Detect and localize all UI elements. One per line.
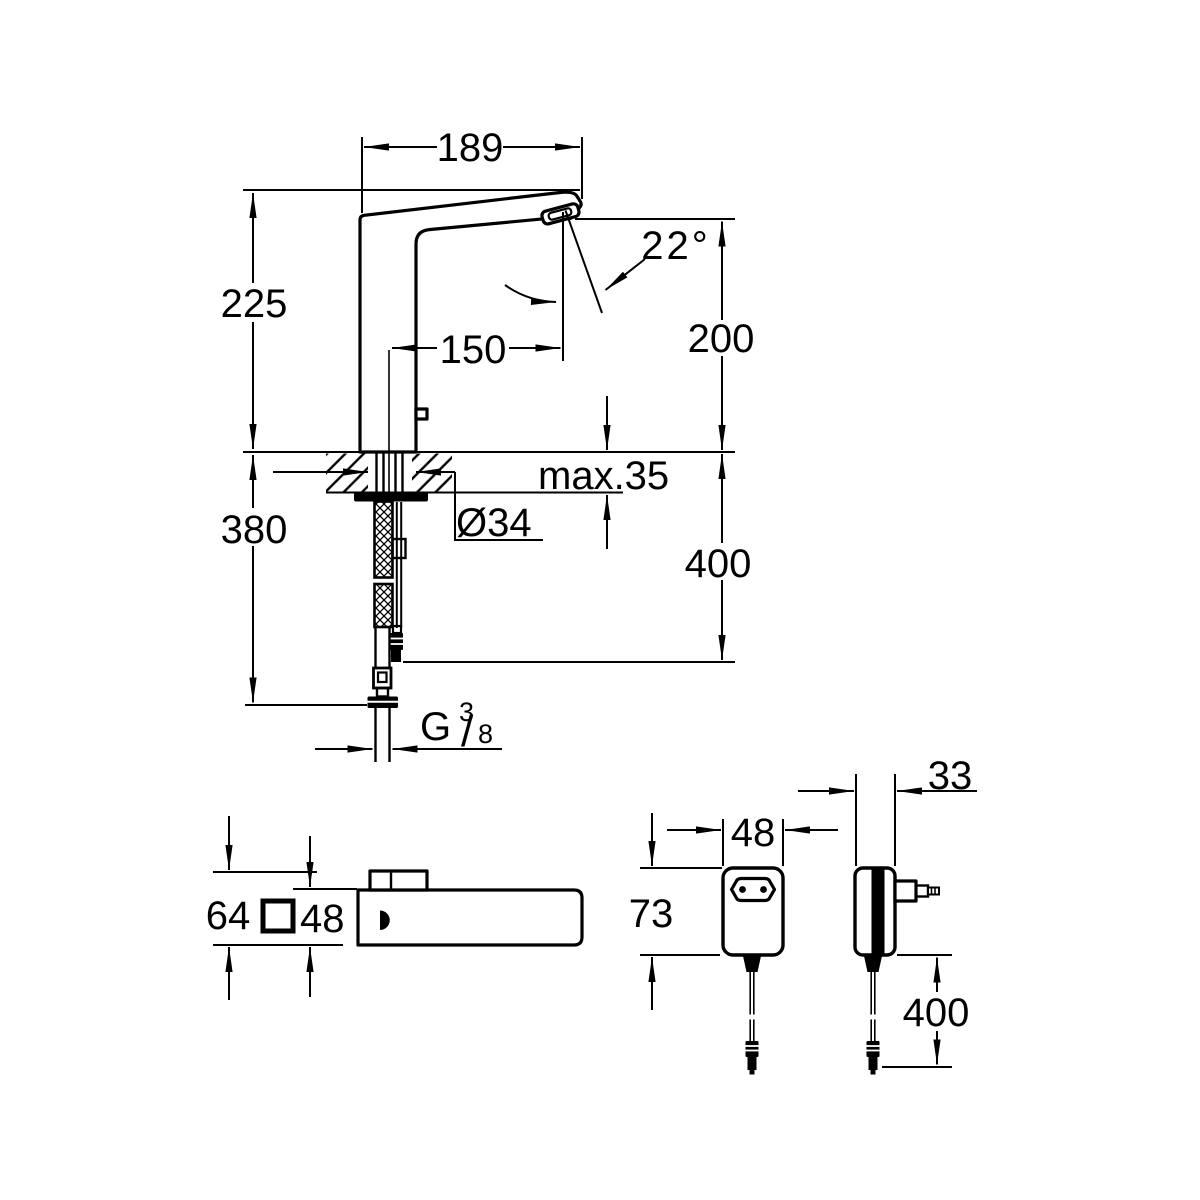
dimension-hose-length: 380 xyxy=(221,455,367,706)
dimension-psu-depth: 33 xyxy=(798,754,977,866)
cable-connector-tip xyxy=(868,1057,878,1070)
dim-label-psu-width: 48 xyxy=(731,811,776,855)
cable-plug xyxy=(389,633,403,650)
dim-label-height: 225 xyxy=(221,282,288,326)
tap-top-outline xyxy=(356,888,584,947)
cable-plug-neck xyxy=(391,624,403,635)
hose-fitting xyxy=(372,666,393,690)
socket-pin-hole xyxy=(739,886,746,893)
thread-label-denominator: 8 xyxy=(478,719,493,749)
dimension-psu-height: 73 xyxy=(629,813,722,1010)
cable-clip xyxy=(391,537,407,560)
dimension-overall-depth: 64 xyxy=(206,816,343,1000)
undermount-assembly xyxy=(354,453,428,762)
hose-fitting-window xyxy=(376,671,388,684)
dimension-tap-hole: Ø34 xyxy=(273,468,543,545)
leader-line xyxy=(454,472,543,541)
dimension-outlet-offset: 150 xyxy=(392,328,561,372)
plug-pin xyxy=(927,886,940,896)
dim-label-hose-length: 380 xyxy=(221,508,288,552)
thread-label-numerator: 3 xyxy=(459,697,474,727)
dimension-psu-cable-length: 400 xyxy=(882,954,970,1068)
dim-label-square-size: 48 xyxy=(300,897,345,941)
dimension-square-section: 48 xyxy=(260,836,357,997)
dim-label-outlet-offset: 150 xyxy=(440,328,507,372)
braided-hose-upper xyxy=(373,500,394,579)
dim-label-psu-height: 73 xyxy=(629,892,674,936)
tap-top-view: 64 48 xyxy=(206,816,584,1000)
thread-label-slash: / xyxy=(461,707,474,756)
socket-pin-hole xyxy=(760,886,767,893)
cable-connector-end xyxy=(870,1070,876,1075)
dim-label-stream-angle: 22° xyxy=(641,224,711,268)
euro-socket-outline xyxy=(729,876,777,903)
thread-label-g: G xyxy=(420,705,451,749)
dimension-outlet-height: 200 xyxy=(575,218,755,450)
dim-label-deck-thickness: max.35 xyxy=(538,454,669,498)
dim-label-tap-hole: Ø34 xyxy=(456,501,532,545)
mounting-flange xyxy=(354,492,428,502)
cable-connector-tip xyxy=(747,1057,757,1070)
faucet-outline xyxy=(358,190,583,454)
dim-label-psu-cable-length: 400 xyxy=(903,991,970,1035)
dimension-psu-width: 48 xyxy=(667,811,838,866)
dim-label-overall-depth: 64 xyxy=(206,894,251,938)
body-side-detail xyxy=(414,407,429,421)
dimension-deck-thickness: max.35 xyxy=(538,396,669,549)
cable-plug-tip xyxy=(391,650,401,662)
plug-pin-base xyxy=(914,884,930,898)
psu-front-view: 48 73 xyxy=(629,811,838,1075)
faucet-body xyxy=(358,190,583,497)
dimension-spout-reach: 189 xyxy=(361,126,583,213)
angled-stream-line xyxy=(564,210,603,314)
angle-arc-arrow xyxy=(504,284,557,305)
sensor-window-mark xyxy=(380,910,390,930)
dimension-stream-angle: 22° xyxy=(504,210,711,361)
cable-strain-relief xyxy=(743,956,761,972)
dim-label-spout-reach: 189 xyxy=(437,126,504,170)
psu-side-band xyxy=(871,868,885,955)
plug-housing xyxy=(893,879,918,903)
dimension-cable-length: 400 xyxy=(403,454,752,663)
cable-connector xyxy=(745,1041,759,1057)
psu-side-view: 33 400 xyxy=(798,754,977,1075)
leader-line xyxy=(604,258,646,291)
cable-strain-relief xyxy=(864,956,882,972)
dim-label-outlet-height: 200 xyxy=(688,317,755,361)
dimension-height-above-deck: 225 xyxy=(221,189,580,449)
dimension-thread: G 3 / 8 xyxy=(315,697,502,756)
braided-hose-lower xyxy=(373,582,394,629)
square-section-icon xyxy=(260,898,296,934)
main-elevation-view: 189 225 150 22° 200 xyxy=(221,126,755,762)
aerator-inner xyxy=(547,207,573,221)
dim-label-cable-length: 400 xyxy=(685,542,752,586)
dim-label-psu-depth: 33 xyxy=(928,754,973,798)
cable-connector-end xyxy=(749,1070,755,1075)
cable-connector xyxy=(866,1041,880,1057)
sensor-housing xyxy=(368,869,429,892)
